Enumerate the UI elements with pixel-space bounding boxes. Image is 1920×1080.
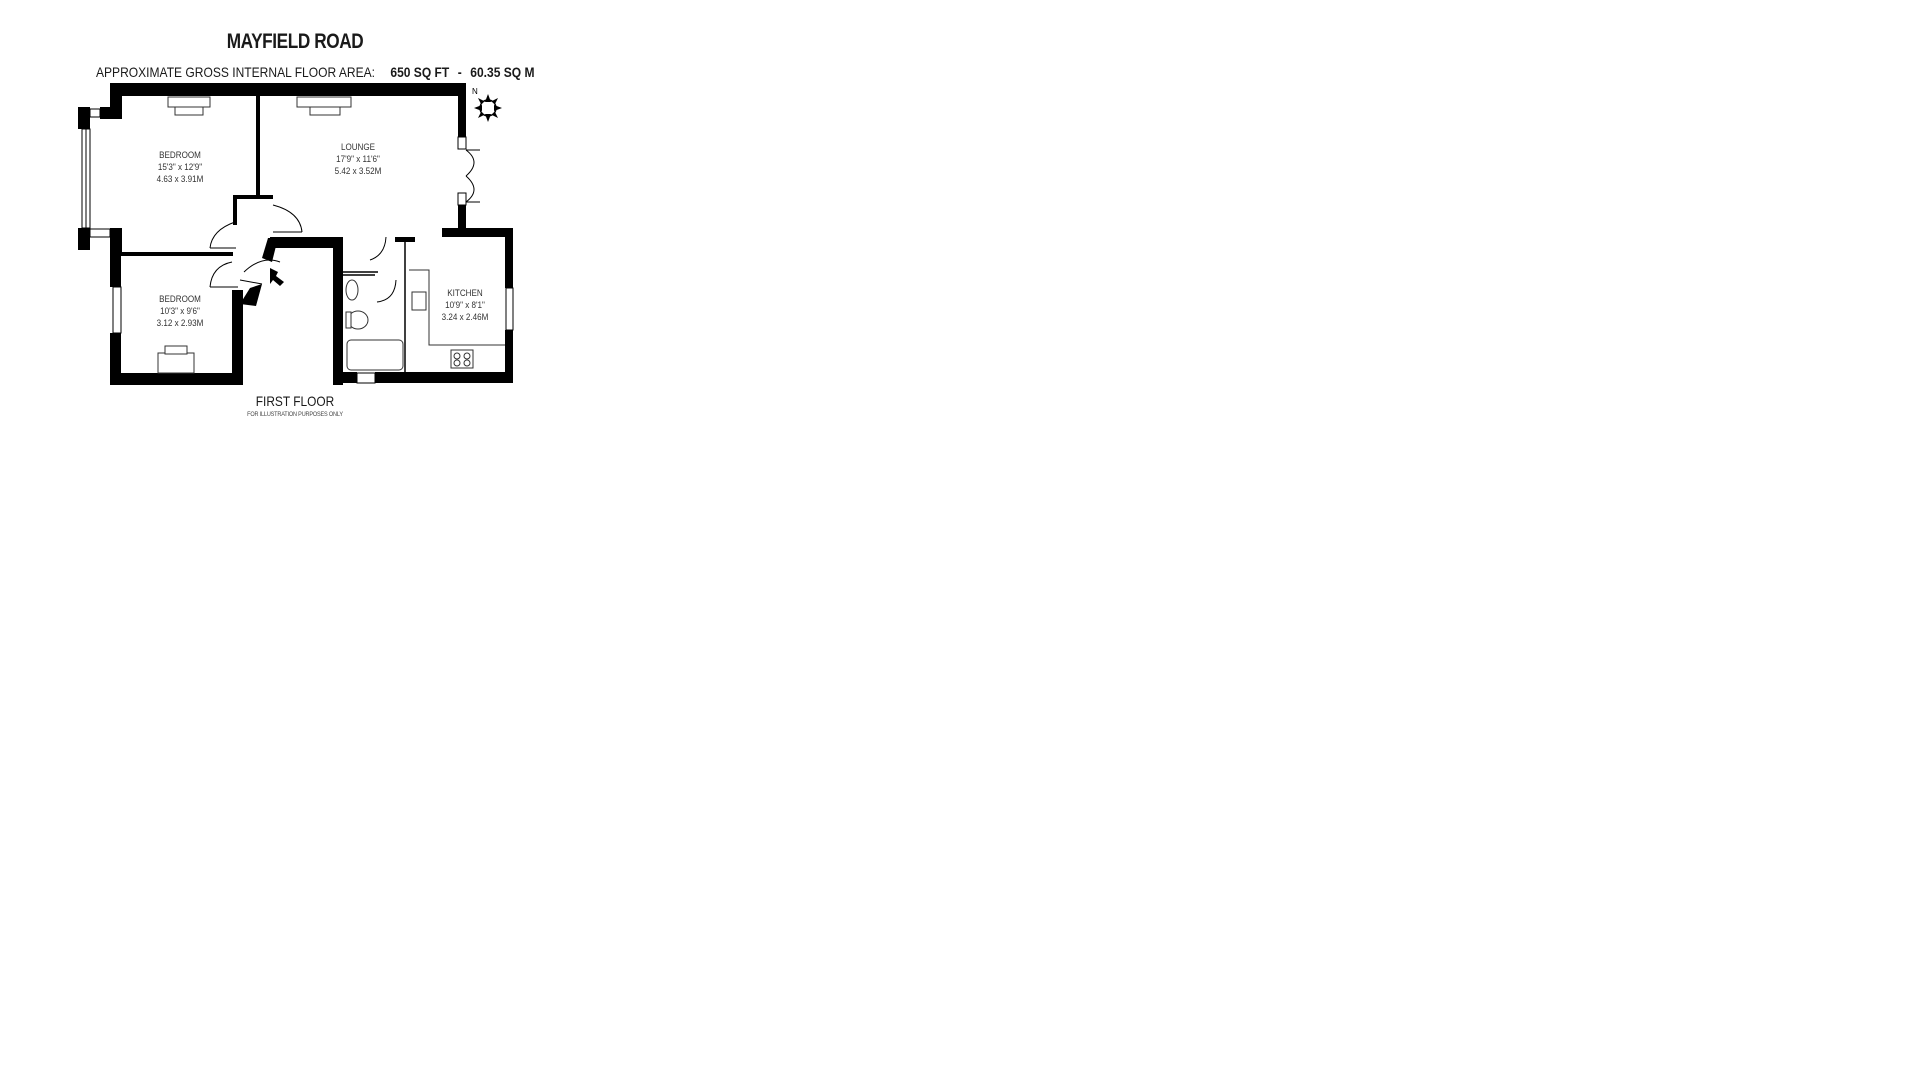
- windows: [81, 108, 514, 384]
- room-metric: 5.42 x 3.52M: [334, 166, 382, 177]
- walls: [78, 83, 513, 385]
- svg-text:N: N: [472, 87, 478, 96]
- floor-plan-drawing: N: [78, 83, 514, 385]
- room-label-bedroom-1: BEDROOM 15'3" x 12'9" 4.63 x 3.91M: [146, 150, 214, 186]
- room-metric: 3.24 x 2.46M: [441, 312, 489, 323]
- room-imperial: 17'9" x 11'6": [336, 154, 380, 165]
- floor-area-label: APPROXIMATE GROSS INTERNAL FLOOR AREA:: [96, 64, 375, 80]
- room-name: KITCHEN: [447, 288, 483, 299]
- room-metric: 3.12 x 2.93M: [156, 318, 204, 329]
- room-label-lounge: LOUNGE 17'9" x 11'6" 5.42 x 3.52M: [324, 142, 392, 178]
- doors: [209, 149, 480, 303]
- room-imperial: 15'3" x 12'9": [157, 162, 203, 173]
- plan-title: MAYFIELD ROAD: [226, 30, 364, 53]
- room-metric: 4.63 x 3.91M: [156, 174, 204, 185]
- floor-area-line: APPROXIMATE GROSS INTERNAL FLOOR AREA: 6…: [96, 64, 535, 80]
- room-label-kitchen: KITCHEN 10'9" x 8'1" 3.24 x 2.46M: [431, 288, 499, 324]
- floor-area-separator: -: [457, 64, 462, 80]
- fixtures: [157, 96, 505, 374]
- floor-area-sqft: 650 SQ FT: [390, 64, 450, 80]
- interior-lines: [343, 240, 406, 373]
- floor-area-sqm: 60.35 SQ M: [470, 64, 535, 80]
- floor-label: FIRST FLOOR: [255, 393, 335, 409]
- room-label-bedroom-2: BEDROOM 10'3" x 9'6" 3.12 x 2.93M: [146, 294, 214, 330]
- disclaimer: FOR ILLUSTRATION PURPOSES ONLY: [247, 411, 343, 418]
- room-imperial: 10'9" x 8'1": [445, 300, 485, 311]
- room-name: LOUNGE: [340, 142, 376, 153]
- room-name: BEDROOM: [159, 294, 201, 305]
- compass-rose-icon: N: [472, 87, 502, 122]
- entrance-arrow-icon: [270, 268, 284, 286]
- room-imperial: 10'3" x 9'6": [160, 306, 200, 317]
- room-name: BEDROOM: [159, 150, 201, 161]
